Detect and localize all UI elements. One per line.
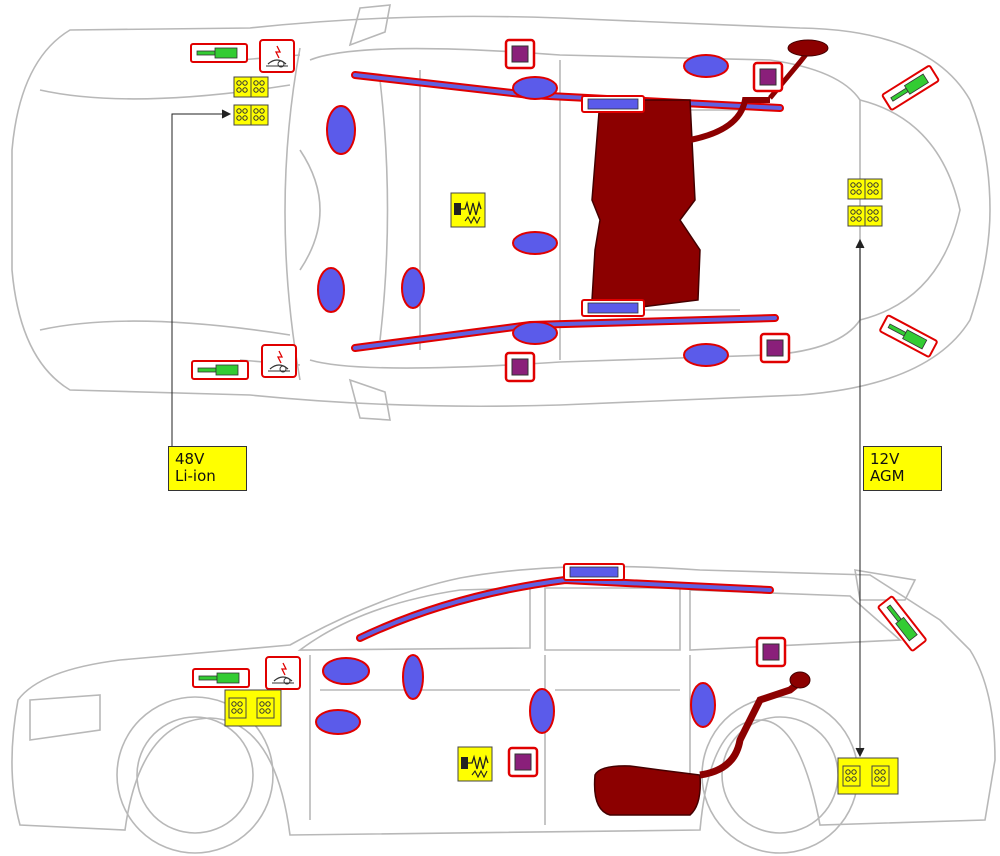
control-unit-icon [504, 38, 536, 70]
pretensioner-icon [190, 43, 248, 63]
battery-icon [847, 178, 883, 227]
leader-line-48v [171, 109, 232, 446]
pedestrian-protection-icon [261, 344, 297, 378]
airbag-icon [317, 54, 729, 367]
airbag-icon [315, 654, 716, 735]
battery-12v-type: AGM [870, 467, 905, 485]
battery-icon [224, 689, 282, 727]
control-unit-icon [759, 332, 791, 364]
fuel-tank-icon [591, 39, 829, 313]
pretensioner-icon [881, 64, 941, 112]
battery-12v-voltage: 12V [870, 450, 900, 468]
top-view [11, 4, 991, 421]
battery-12v-label: 12V AGM [863, 446, 942, 491]
curtain-airbag-icon [351, 71, 784, 112]
spring-actuator-icon [457, 746, 493, 782]
pretensioner-icon [878, 314, 939, 359]
battery-icon [837, 757, 899, 795]
inflator-icon [581, 299, 645, 317]
car-outline-side [11, 565, 996, 854]
fuel-tank-icon [593, 671, 811, 816]
spring-actuator-icon [450, 192, 486, 228]
battery-icon [233, 76, 269, 126]
pedestrian-protection-icon [265, 656, 301, 690]
control-unit-icon [755, 636, 787, 668]
battery-48v-type: Li-ion [175, 467, 216, 485]
battery-48v-label: 48V Li-ion [168, 446, 247, 491]
pretensioner-icon [191, 360, 249, 380]
inflator-icon [581, 95, 645, 113]
leader-line-12v [855, 238, 865, 758]
side-view [11, 563, 996, 854]
pretensioner-icon [192, 668, 250, 688]
control-unit-icon [507, 746, 539, 778]
car-outline-top [11, 4, 991, 421]
control-unit-icon [504, 351, 536, 383]
inflator-icon [563, 563, 625, 581]
pedestrian-protection-icon [259, 39, 295, 73]
control-unit-icon [752, 61, 784, 93]
battery-48v-voltage: 48V [175, 450, 205, 468]
curtain-airbag-icon [356, 575, 774, 642]
pretensioner-icon [876, 595, 928, 653]
